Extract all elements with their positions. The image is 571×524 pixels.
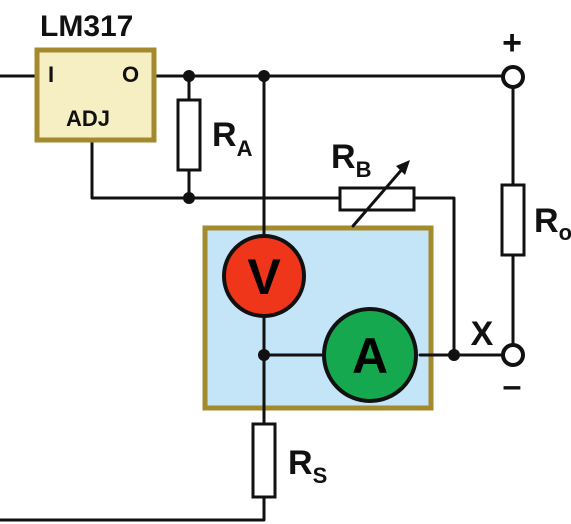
lm317-regulator: LM317 I O ADJ (34, 10, 157, 143)
terminal-positive (501, 65, 525, 89)
resistor-ro: Ro (500, 183, 571, 257)
wire-adj-line (90, 138, 342, 200)
ra-subscript: A (237, 136, 253, 161)
terminal-minus-label: – (503, 367, 522, 405)
voltmeter-label: V (247, 249, 281, 305)
regulator-pin-out: O (122, 62, 139, 87)
regulator-name: LM317 (40, 10, 133, 43)
junction-dots (183, 70, 460, 361)
ro-label: R (534, 202, 559, 240)
regulator-pin-in: I (48, 62, 54, 87)
resistor-ra: RA (176, 98, 253, 172)
ammeter-label: A (352, 328, 388, 384)
wires (0, 74, 515, 522)
rs-subscript: S (313, 463, 328, 488)
wire-rb-right (412, 196, 456, 357)
regulator-pin-adj: ADJ (66, 106, 110, 131)
resistor-rs: RS (251, 422, 327, 499)
svg-text:RB: RB (331, 138, 371, 182)
rb-subscript: B (356, 157, 372, 182)
terminal-negative (501, 343, 525, 367)
ro-subscript: o (559, 220, 571, 245)
svg-text:Ro: Ro (534, 202, 571, 245)
voltmeter: V (222, 234, 306, 318)
junction-dot (258, 349, 270, 361)
rs-label: R (288, 444, 313, 482)
terminal-plus-label: + (502, 24, 522, 62)
rb-adjust-arrow (351, 165, 406, 228)
output-terminals: + – X (471, 24, 525, 405)
wire-rs-bottom (0, 495, 266, 522)
test-point-x-label: X (471, 315, 494, 353)
junction-dot (183, 192, 195, 204)
ammeter: A (322, 307, 418, 403)
junction-dot (258, 70, 270, 82)
resistor-rb-variable: RB (331, 138, 416, 228)
ra-label: R (212, 116, 237, 154)
svg-text:RA: RA (212, 116, 253, 161)
rb-label: R (331, 138, 356, 176)
junction-dot (448, 349, 460, 361)
junction-dot (183, 70, 195, 82)
rb-arrow-head (396, 160, 410, 175)
svg-text:RS: RS (288, 444, 327, 488)
